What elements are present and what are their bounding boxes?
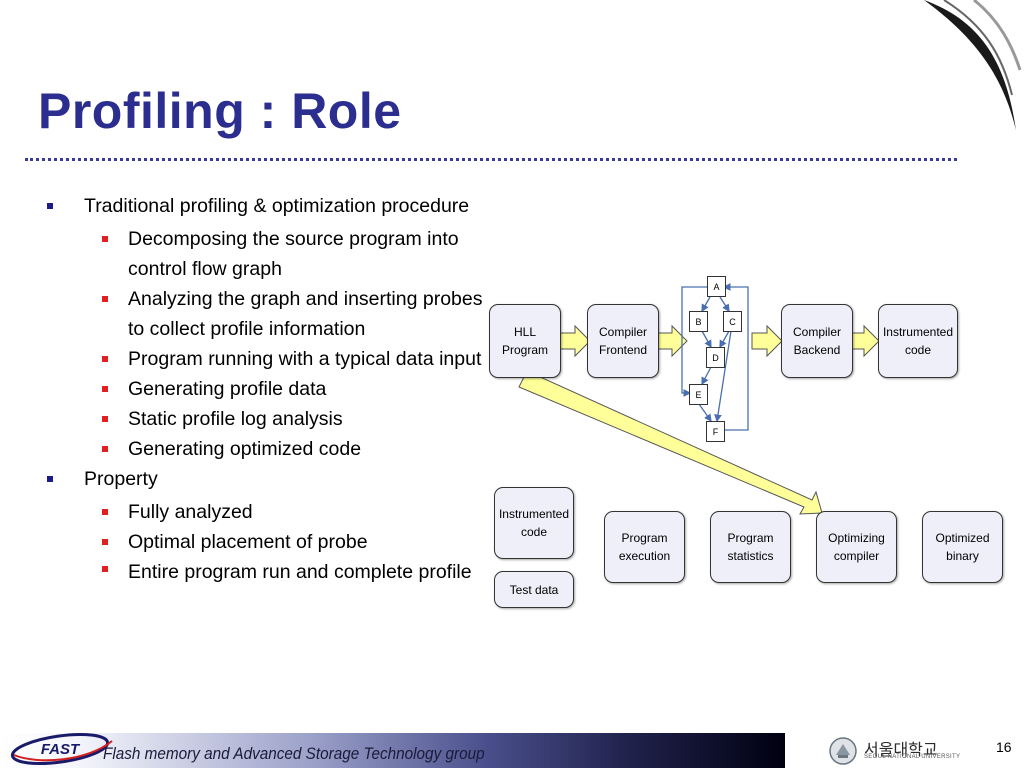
bullet-level2: Optimal placement of probe <box>44 527 494 557</box>
university-name-korean: 서울대학교 <box>864 740 938 759</box>
bullet-text: Program running with a typical data inpu… <box>128 348 482 370</box>
box-label: Program <box>621 531 668 545</box>
bullet-square-icon <box>102 566 108 572</box>
cfg-node-d: D <box>706 347 725 368</box>
box-label: Instrumented <box>498 507 570 521</box>
bullet-level2: Static profile log analysis <box>44 404 494 434</box>
bullet-square-icon <box>102 296 108 302</box>
box-label: Instrumented <box>882 325 954 339</box>
bullet-level2: Analyzing the graph and inserting probes… <box>44 284 494 344</box>
box-label: Backend <box>793 343 841 357</box>
bullet-text: Traditional profiling & optimization pro… <box>84 195 470 217</box>
cfg-edge <box>719 296 730 313</box>
bullet-square-icon <box>47 203 53 209</box>
cfg-edge <box>701 366 712 386</box>
bullet-square-icon <box>102 446 108 452</box>
cfg-edge <box>719 330 730 349</box>
box-label: Program <box>501 343 548 357</box>
bullet-level2: Decomposing the source program into cont… <box>44 224 494 284</box>
cfg-edge <box>681 286 707 397</box>
slide-title: Profiling : Role <box>38 83 402 139</box>
footer-tagline: Flash memory and Advanced Storage Techno… <box>103 744 485 763</box>
page-number: 16 <box>996 739 1012 755</box>
box-label: Program <box>727 531 774 545</box>
hll-program-box: HLL Program <box>489 304 561 378</box>
bullet-list: Traditional profiling & optimization pro… <box>44 194 494 587</box>
cfg-edge <box>701 330 712 349</box>
bullet-text: Generating optimized code <box>128 438 362 460</box>
logo-text: FAST <box>41 741 81 758</box>
bullet-level2: Entire program run and complete profile <box>44 557 494 587</box>
bullet-level1: Traditional profiling & optimization pro… <box>44 194 494 218</box>
optimized-binary-box: Optimized binary <box>922 511 1003 583</box>
cfg-edge <box>698 403 712 423</box>
title-divider <box>25 158 957 161</box>
bullet-square-icon <box>102 509 108 515</box>
slide-footer: FAST Flash memory and Advanced Storage T… <box>0 732 1024 768</box>
cfg-edge <box>714 330 732 423</box>
box-label: HLL <box>513 325 536 339</box>
box-label: code <box>904 343 931 357</box>
bullet-square-icon <box>102 386 108 392</box>
box-label: binary <box>946 549 979 563</box>
bullet-square-icon <box>102 356 108 362</box>
page-curl-decoration <box>924 0 1024 130</box>
bullet-text: Fully analyzed <box>128 501 253 523</box>
program-execution-box: Program execution <box>604 511 685 583</box>
block-arrow <box>849 324 880 358</box>
cfg-node-f: F <box>706 421 725 442</box>
bullet-text: Entire program run and complete profile <box>128 561 472 583</box>
bullet-text: Optimal placement of probe <box>128 531 368 553</box>
instrumented-code-input-box: Instrumented code <box>494 487 574 559</box>
bullet-square-icon <box>102 236 108 242</box>
bullet-square-icon <box>102 539 108 545</box>
bullet-text: Decomposing the source program into cont… <box>128 228 459 280</box>
cfg-node-c: C <box>723 311 742 332</box>
bullet-level1: Property <box>44 467 494 491</box>
box-label: compiler <box>833 549 880 563</box>
bullet-level2: Fully analyzed <box>44 497 494 527</box>
box-label: code <box>520 525 547 539</box>
bullet-text: Analyzing the graph and inserting probes… <box>128 288 483 340</box>
block-arrow <box>558 324 591 358</box>
bullet-text: Static profile log analysis <box>128 408 343 430</box>
cfg-edge <box>722 283 749 431</box>
box-label: execution <box>618 549 671 563</box>
box-label: Optimizing <box>828 531 885 545</box>
cfg-edge <box>701 296 711 313</box>
box-label: Frontend <box>598 343 648 357</box>
box-label: Compiler <box>598 325 647 339</box>
test-data-box: Test data <box>494 571 574 608</box>
program-statistics-box: Program statistics <box>710 511 791 583</box>
box-label: statistics <box>727 549 774 563</box>
bullet-square-icon <box>47 476 53 482</box>
bullet-text: Property <box>84 468 158 490</box>
box-label: Compiler <box>792 325 841 339</box>
box-label: Optimized <box>935 531 990 545</box>
bullet-level2: Generating optimized code <box>44 434 494 464</box>
instrumented-code-box: Instrumented code <box>878 304 958 378</box>
optimizing-compiler-box: Optimizing compiler <box>816 511 897 583</box>
snu-emblem-icon <box>829 737 857 765</box>
bullet-square-icon <box>102 416 108 422</box>
cfg-node-b: B <box>689 311 708 332</box>
university-name-english: SEOUL NATIONAL UNIVERSITY <box>864 754 961 760</box>
fast-logo-icon: FAST <box>10 732 113 766</box>
cfg-node-e: E <box>689 384 708 405</box>
footer-gradient-bar <box>0 733 785 768</box>
bullet-level2: Generating profile data <box>44 374 494 404</box>
bullet-text: Generating profile data <box>128 378 327 400</box>
cfg-node-a: A <box>707 276 726 297</box>
block-arrow <box>751 324 783 358</box>
bullet-level2: Program running with a typical data inpu… <box>44 344 494 374</box>
block-arrow <box>656 324 688 358</box>
